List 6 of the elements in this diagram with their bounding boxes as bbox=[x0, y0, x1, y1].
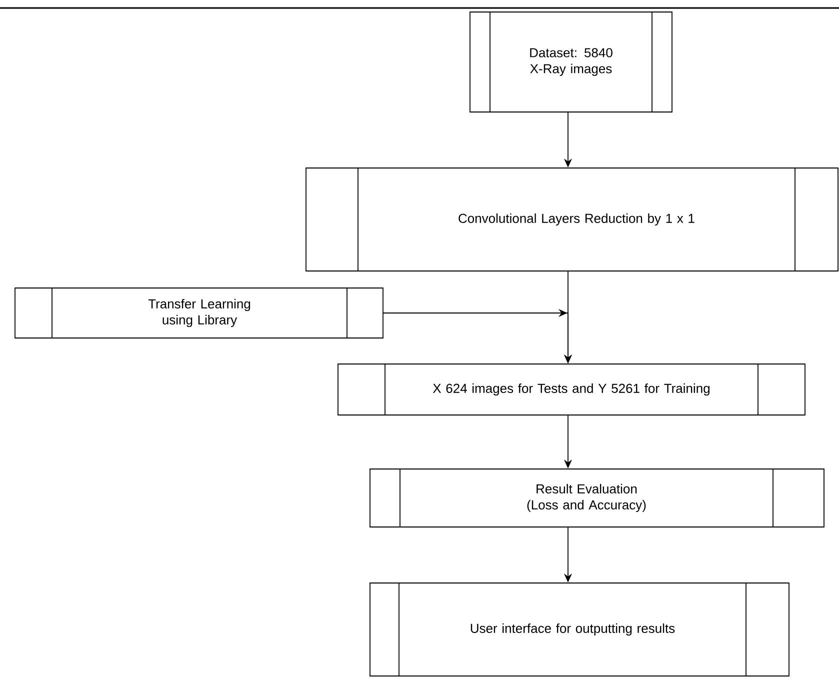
process-box: User interface for outputting results bbox=[370, 582, 790, 676]
process-box: Transfer Learning using Library bbox=[14, 288, 384, 338]
process-box: Convolutional Layers Reduction by 1 x 1 bbox=[306, 168, 838, 272]
process-box: Result Evaluation (Loss and Accuracy) bbox=[370, 468, 824, 528]
process-box: X 624 images for Tests and Y 5261 for Training bbox=[338, 364, 806, 416]
process-box: Dataset: 5840 X-Ray images bbox=[470, 12, 672, 112]
